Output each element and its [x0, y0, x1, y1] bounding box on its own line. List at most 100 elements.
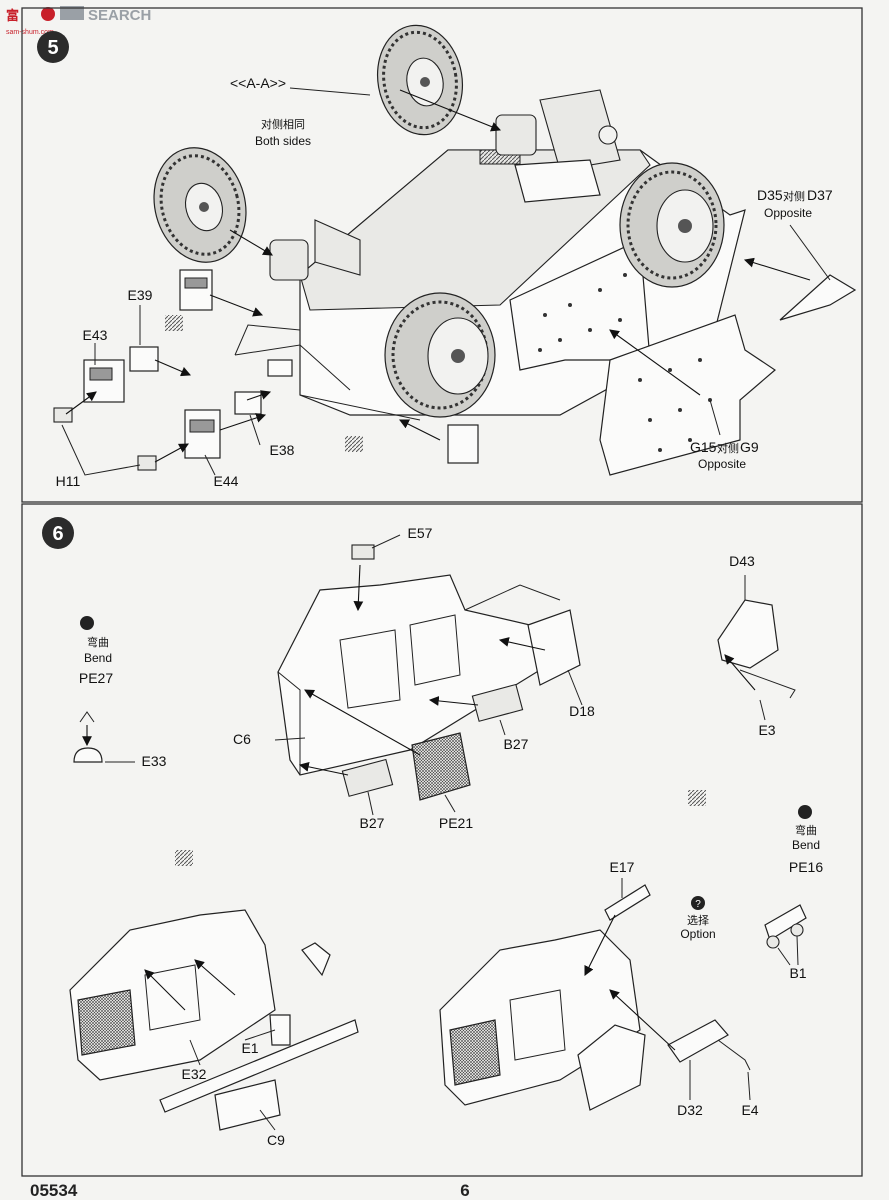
- part-e43: [83, 359, 125, 403]
- part-b27-top: [471, 683, 524, 722]
- label-h11: H11: [56, 473, 81, 489]
- label-e4: E4: [741, 1102, 758, 1118]
- step5: 5: [37, 24, 857, 489]
- label-pe16: PE16: [789, 859, 823, 875]
- assembly-left-window: [144, 964, 201, 1031]
- wheel-top: [376, 24, 464, 136]
- label-d35-opposite: Opposite: [764, 206, 812, 220]
- top-port: [598, 125, 618, 145]
- hatch-panel: [514, 159, 601, 203]
- step5-badge: [37, 31, 69, 63]
- label-d37: D37: [807, 187, 833, 203]
- arrow-g15: [609, 329, 701, 396]
- hull-rear-plate: [539, 89, 621, 171]
- watermark-block-icon: [60, 6, 84, 20]
- leader-b27-bottom: [367, 791, 374, 816]
- label-c6: C6: [233, 731, 251, 747]
- part-pe16: [764, 904, 807, 941]
- label-g15: G15: [690, 439, 717, 455]
- headlight-right: [447, 424, 479, 464]
- page-number: 6: [460, 1181, 469, 1200]
- arrow-h11-b: [154, 443, 189, 463]
- part-c9-plate: [214, 1079, 281, 1131]
- label-e57: E57: [408, 525, 433, 541]
- label-bend-2: Bend: [792, 838, 820, 852]
- option-door: [577, 1024, 646, 1111]
- option-icon: [691, 896, 705, 910]
- arrow-e17: [584, 914, 616, 976]
- c6-window-left: [339, 629, 401, 709]
- leader-e3: [759, 699, 766, 721]
- c6-window-right: [409, 614, 461, 686]
- direction-marker-3: [688, 790, 706, 806]
- label-b27-bottom: B27: [360, 815, 385, 831]
- label-e1: E1: [241, 1040, 258, 1056]
- label-d43: D43: [729, 553, 755, 569]
- arrow-h11-a: [65, 391, 97, 415]
- part-d35: [779, 274, 857, 321]
- arrow-d18: [498, 637, 546, 651]
- watermark: 富 SEARCH sam-shum.com: [6, 6, 151, 36]
- leader-g15: [709, 399, 721, 436]
- part-e4: [717, 1039, 751, 1071]
- label-bend-1: Bend: [84, 651, 112, 665]
- label-e43: E43: [83, 327, 108, 343]
- arrow-e32: [144, 969, 186, 1011]
- step5-number: 5: [47, 37, 58, 59]
- part-e3: [739, 669, 796, 699]
- leader-d18: [567, 669, 583, 706]
- leader-e44: [204, 454, 216, 476]
- arrow-e3: [724, 654, 756, 691]
- assembly-left-mesh: [77, 989, 136, 1056]
- label-c9: C9: [267, 1132, 285, 1148]
- label-d35-cn: 对侧: [783, 189, 805, 203]
- label-bend-cn-1: 弯曲: [87, 635, 109, 649]
- arrow-b27-bottom: [298, 761, 349, 776]
- leader-e1: [244, 1029, 276, 1041]
- watermark-url: sam-shum.com: [6, 29, 54, 36]
- part-e1: [269, 1014, 291, 1046]
- leader-b1: [777, 935, 799, 966]
- arrow-b27-top: [428, 695, 479, 706]
- label-both-sides: Both sides: [255, 134, 311, 148]
- label-both-sides-cn: 对侧相同: [261, 117, 305, 131]
- label-g15-opposite: Opposite: [698, 457, 746, 471]
- part-b27-bottom: [341, 758, 394, 797]
- arrow-top-wheel: [399, 89, 502, 132]
- label-b1: B1: [789, 965, 806, 981]
- part-c6: [277, 574, 541, 776]
- step6-number: 6: [52, 523, 63, 545]
- part-e32-side: [301, 942, 331, 977]
- arrow-e44: [219, 413, 267, 431]
- label-e33: E33: [142, 753, 167, 769]
- label-bend-cn-2: 弯曲: [795, 823, 817, 837]
- part-e44: [184, 409, 221, 459]
- arrow-e38: [246, 390, 272, 401]
- bend-icon-2: [798, 805, 812, 819]
- bend-icon-1: [80, 616, 94, 630]
- watermark-text: SEARCH: [88, 7, 151, 24]
- part-h11-a: [53, 407, 73, 423]
- wheel-left: [153, 147, 247, 263]
- label-pe21: PE21: [439, 815, 473, 831]
- label-option: Option: [680, 927, 715, 941]
- leader-d35: [789, 224, 831, 281]
- assembly-right-mesh: [449, 1019, 501, 1086]
- part-b1-a: [766, 935, 780, 949]
- leader-b27-top: [499, 719, 506, 736]
- wheel-front: [384, 292, 496, 418]
- arrow-e39: [154, 359, 192, 377]
- front-struts: [234, 324, 421, 421]
- label-d18: D18: [569, 703, 595, 719]
- assembly-right-window: [509, 989, 566, 1061]
- arrow-e44-upper: [209, 294, 264, 317]
- direction-marker-1: [165, 315, 183, 331]
- tow-hook: [267, 359, 293, 377]
- leader-c6: [274, 737, 306, 741]
- part-e57: [351, 544, 375, 560]
- arrow-headlight: [399, 419, 441, 441]
- part-e38: [234, 391, 262, 415]
- arrow-d32: [609, 989, 676, 1051]
